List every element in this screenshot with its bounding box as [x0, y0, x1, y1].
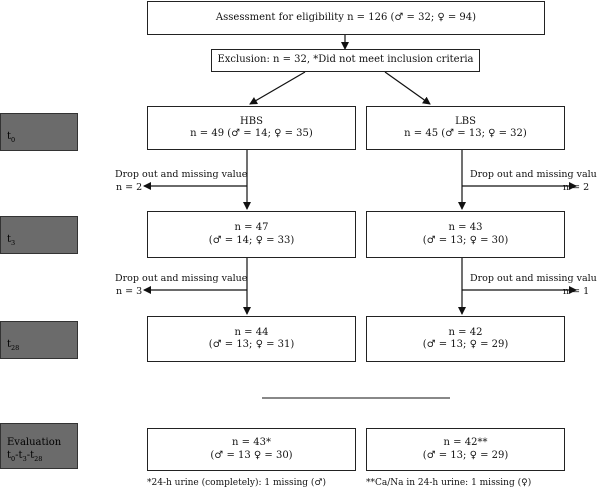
hbs-t0-box: HBS n = 49 (♂ = 14; ♀ = 35)	[147, 106, 356, 150]
hbs-t0-count: n = 49 (♂ = 14; ♀ = 35)	[190, 128, 313, 139]
hbs-dropout2-n: n = 3	[116, 286, 143, 297]
exclusion-box: Exclusion: n = 32, *Did not meet inclusi…	[211, 49, 480, 72]
hbs-title: HBS	[240, 115, 263, 127]
lbs-t28-box: n = 42 (♂ = 13; ♀ = 29)	[366, 316, 565, 362]
hbs-t28-box: n = 44 (♂ = 13; ♀ = 31)	[147, 316, 356, 362]
lbs-dropout2-n: n = 1	[563, 286, 590, 297]
hbs-dropout2-label: Drop out and missing value	[115, 273, 248, 284]
stage-t0: t0	[0, 113, 78, 151]
lbs-eval-box: n = 42** (♂ = 13; ♀ = 29)	[366, 428, 565, 471]
exclusion-text: Exclusion: n = 32, *Did not meet inclusi…	[217, 54, 474, 66]
eligibility-text: Assessment for eligibility n = 126 (♂ = …	[215, 11, 477, 23]
lbs-dropout1-n: n = 2	[563, 182, 590, 193]
lbs-dropout2-label: Drop out and missing value	[470, 273, 597, 284]
stage-evaluation: Evaluation t0-t3-t28	[0, 423, 78, 469]
lbs-t0-box: LBS n = 45 (♂ = 13; ♀ = 32)	[366, 106, 565, 150]
stage-t3: t3	[0, 216, 78, 254]
lbs-title: LBS	[455, 115, 476, 127]
hbs-footnote: *24-h urine (completely): 1 missing (♂)	[147, 478, 327, 488]
lbs-t3-box: n = 43 (♂ = 13; ♀ = 30)	[366, 211, 565, 258]
lbs-dropout1-label: Drop out and missing value	[470, 169, 597, 180]
hbs-eval-box: n = 43* (♂ = 13 ♀ = 30)	[147, 428, 356, 471]
hbs-dropout1-n: n = 2	[116, 182, 143, 193]
hbs-dropout1-label: Drop out and missing value	[115, 169, 248, 180]
lbs-footnote: **Ca/Na in 24-h urine: 1 missing (♀)	[366, 478, 532, 488]
arrow-exclusion-lbs	[384, 71, 431, 105]
eligibility-box: Assessment for eligibility n = 126 (♂ = …	[147, 1, 545, 35]
hbs-t3-box: n = 47 (♂ = 14; ♀ = 33)	[147, 211, 356, 258]
stage-t28: t28	[0, 321, 78, 359]
lbs-t0-count: n = 45 (♂ = 13; ♀ = 32)	[404, 128, 527, 139]
arrow-exclusion-hbs	[249, 71, 306, 105]
